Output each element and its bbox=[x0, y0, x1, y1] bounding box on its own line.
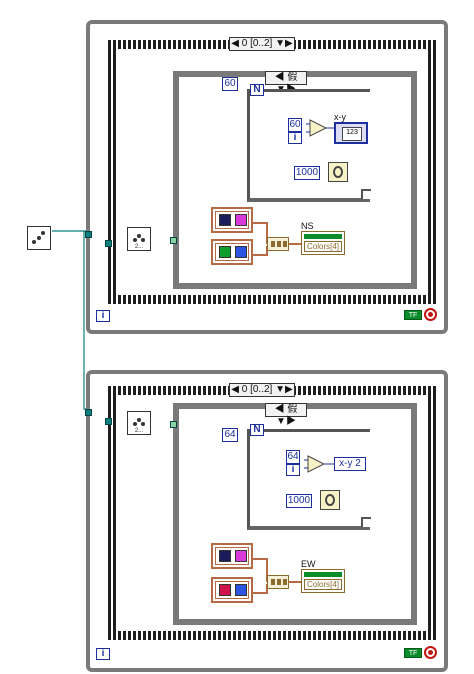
color-cluster-top-1[interactable] bbox=[211, 207, 253, 233]
swatch-2a bbox=[219, 550, 231, 562]
for-loop-count-terminal-2[interactable]: N bbox=[250, 424, 264, 436]
tf-constant-2[interactable]: TF bbox=[404, 648, 422, 658]
for-loop-count-terminal-1[interactable]: N bbox=[250, 84, 264, 96]
xy-label-1: x-y bbox=[334, 112, 346, 122]
sequence-structure-2[interactable]: ◀ 0 [0..2] ▼▶ 2... ◀ 假 ▼▶ N 64 i bbox=[105, 383, 436, 640]
for-loop-1[interactable]: N i 60 x-y 123 1000 bbox=[247, 84, 371, 202]
xy-indicator-2[interactable]: x-y 2 bbox=[334, 457, 366, 471]
bundle-node-2 bbox=[267, 575, 289, 589]
svg-text:2...: 2... bbox=[135, 244, 144, 250]
colors-indicator-2[interactable]: Colors[4] bbox=[301, 569, 345, 593]
case-structure-1[interactable]: ◀ 假 ▼▶ N i 60 x-y 123 1000 bbox=[170, 71, 417, 289]
case-tunnel-2 bbox=[170, 421, 177, 428]
case-selector-2[interactable]: ◀ 假 ▼▶ bbox=[265, 403, 307, 427]
colors-indicator-label-2: Colors[4] bbox=[304, 579, 342, 590]
while-loop-2[interactable]: ◀ 0 [0..2] ▼▶ 2... ◀ 假 ▼▶ N 64 i bbox=[85, 370, 448, 672]
loop-condition-2[interactable]: TF bbox=[404, 646, 437, 660]
swatch-2b bbox=[235, 550, 247, 562]
swatch-1d bbox=[235, 246, 247, 258]
const-input-1[interactable]: 60 bbox=[288, 118, 302, 132]
loop-condition-1[interactable]: TF bbox=[404, 308, 437, 322]
swatch-1c bbox=[219, 246, 231, 258]
swatch-2d bbox=[235, 584, 247, 596]
swatch-1a bbox=[219, 214, 231, 226]
tunnel-left-1 bbox=[85, 231, 92, 238]
bundle-out-wire-2 bbox=[289, 581, 303, 583]
gps-subvi-2[interactable]: 2... bbox=[127, 411, 151, 435]
tf-constant-1[interactable]: TF bbox=[404, 310, 422, 320]
iteration-terminal-1: i bbox=[288, 132, 302, 144]
const-input-2[interactable]: 64 bbox=[286, 450, 300, 464]
gps-subvi-1[interactable]: 2... bbox=[127, 227, 151, 251]
for-loop-2[interactable]: N 64 i x-y 2 1000 bbox=[247, 424, 371, 530]
stop-icon-1 bbox=[424, 308, 437, 321]
iteration-terminal-2: i bbox=[286, 464, 300, 476]
swatch-1b bbox=[235, 214, 247, 226]
case-structure-2[interactable]: ◀ 假 ▼▶ N 64 i x-y 2 1000 bbox=[170, 403, 417, 625]
for-count-const-1[interactable]: 60 bbox=[222, 77, 238, 91]
gps-icon: 2... bbox=[133, 418, 145, 434]
case-selector-1[interactable]: ◀ 假 ▼▶ bbox=[265, 71, 307, 95]
tunnel-left-2 bbox=[85, 409, 92, 416]
for-count-const-2[interactable]: 64 bbox=[222, 428, 238, 442]
color-cluster-top-2[interactable] bbox=[211, 543, 253, 569]
subtract-node-2 bbox=[304, 455, 334, 473]
tunnel-seq-2 bbox=[105, 418, 112, 425]
wait-icon-1 bbox=[328, 162, 348, 182]
tunnel-seq-1 bbox=[105, 240, 112, 247]
color-cluster-bottom-1[interactable] bbox=[211, 239, 253, 265]
while-iteration-terminal-1: i bbox=[96, 310, 110, 322]
sequence-selector-2[interactable]: ◀ 0 [0..2] ▼▶ bbox=[229, 383, 295, 397]
gps-icon bbox=[32, 231, 45, 244]
cluster-name-2: EW bbox=[301, 559, 316, 569]
bundle-node-1 bbox=[267, 237, 289, 251]
cluster-name-1: NS bbox=[301, 221, 314, 231]
sequence-structure-1[interactable]: ◀ 0 [0..2] ▼▶ 2... ◀ 假 ▼▶ N i 60 bbox=[105, 37, 436, 304]
wait-icon-2 bbox=[320, 490, 340, 510]
wait-ms-const-1[interactable]: 1000 bbox=[294, 166, 320, 180]
sequence-selector-1[interactable]: ◀ 0 [0..2] ▼▶ bbox=[229, 37, 295, 51]
gps-vi-icon[interactable] bbox=[27, 226, 51, 250]
case-tunnel-1 bbox=[170, 237, 177, 244]
bundle-out-wire-1 bbox=[289, 243, 303, 245]
while-loop-1[interactable]: ◀ 0 [0..2] ▼▶ 2... ◀ 假 ▼▶ N i 60 bbox=[85, 20, 448, 334]
gps-icon: 2... bbox=[133, 234, 145, 250]
subtract-node-1 bbox=[306, 119, 336, 137]
swatch-2c bbox=[219, 584, 231, 596]
wait-ms-const-2[interactable]: 1000 bbox=[286, 494, 312, 508]
xy-indicator-value-1: 123 bbox=[342, 127, 362, 141]
colors-indicator-label-1: Colors[4] bbox=[304, 241, 342, 252]
xy-indicator-1[interactable]: 123 bbox=[334, 122, 368, 144]
svg-text:2...: 2... bbox=[135, 428, 144, 434]
color-cluster-bottom-2[interactable] bbox=[211, 577, 253, 603]
colors-indicator-1[interactable]: Colors[4] bbox=[301, 231, 345, 255]
while-iteration-terminal-2: i bbox=[96, 648, 110, 660]
stop-icon-2 bbox=[424, 646, 437, 659]
